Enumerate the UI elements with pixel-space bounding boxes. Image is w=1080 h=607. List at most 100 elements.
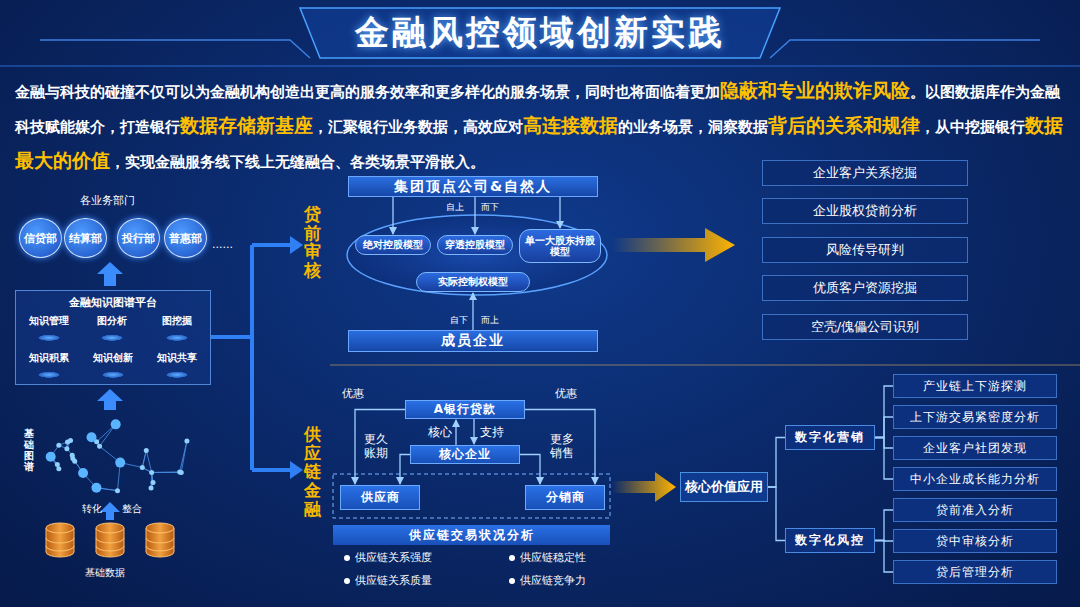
- intro-text: ，从中挖掘银行: [920, 119, 1025, 135]
- dept-node: 普惠部: [164, 218, 207, 258]
- connector: [768, 438, 785, 488]
- graph-dot: [115, 488, 120, 493]
- node-text: 优质客户资源挖掘: [813, 279, 917, 297]
- label: 供应链竞争力: [520, 573, 586, 588]
- graph-dot: [55, 462, 60, 467]
- pill-node: 绝对控股模型: [355, 235, 431, 255]
- graph-dot: [151, 480, 156, 485]
- node-text: 图分析: [97, 314, 127, 328]
- graph-dot: [140, 465, 145, 470]
- connector: [875, 541, 893, 573]
- graph-dot: [149, 486, 154, 491]
- bar-node: 集团顶点公司&自然人: [348, 176, 598, 197]
- dept-node: 结算部: [64, 218, 107, 258]
- intro-paragraph: 金融与科技的碰撞不仅可以为金融机构创造出更高的服务效率和更多样化的服务场景，同时…: [15, 74, 1067, 179]
- sbox-node: 分销商: [525, 485, 605, 510]
- graph-dot: [144, 448, 149, 453]
- label: 核心: [428, 424, 452, 441]
- highlight-text: 背后的关系和规律: [768, 114, 920, 136]
- graph-link: [142, 450, 146, 467]
- rbox-node: 企业客户关系挖掘: [762, 160, 968, 186]
- graph-link: [180, 441, 187, 472]
- label: 优惠: [342, 386, 364, 401]
- label: 更多销售: [550, 432, 575, 461]
- branch-arrowheads: [290, 236, 303, 479]
- sbox-node: 核心企业: [410, 445, 520, 464]
- intro-text: 金融与科技的碰撞不仅可以为金融机构创造出更高的服务效率和更多样化的服务场景，同时…: [15, 84, 720, 100]
- label: 优惠: [555, 386, 577, 401]
- yellow-arrow: [612, 228, 735, 262]
- ritem-node: 上下游交易紧密度分析: [893, 405, 1057, 429]
- connector: [355, 410, 405, 485]
- pitem-node: 知识积累: [23, 351, 75, 379]
- node-text: 投行部: [122, 231, 155, 246]
- node-text: A银行贷款: [434, 401, 496, 418]
- node-text: 知识管理: [29, 314, 69, 328]
- connector: [474, 197, 475, 234]
- network-graph: [46, 419, 190, 493]
- divider: [330, 365, 1080, 366]
- node-text: 贷前准入分析: [936, 502, 1014, 519]
- dashed-region: [333, 474, 610, 518]
- label: 基础数据: [85, 566, 125, 580]
- node-text: 穿透控股模型: [445, 239, 505, 251]
- database-cylinders: [46, 523, 174, 557]
- label: 而下: [481, 201, 499, 214]
- connector: [559, 197, 560, 228]
- graph-dot: [68, 438, 73, 443]
- ritem-node: 贷前准入分析: [893, 498, 1057, 522]
- pill-node: 穿透控股模型: [437, 235, 513, 255]
- graph-dot: [115, 458, 125, 468]
- label: 而上: [481, 314, 499, 327]
- node-text: 成员企业: [441, 332, 505, 350]
- rbox-node: 风险传导研判: [762, 237, 968, 263]
- intro-text: ，实现金融服务线下线上无缝融合、各类场景平滑嵌入。: [110, 154, 485, 170]
- graph-dot: [97, 444, 102, 449]
- ritem-node: 企业客户社团发现: [893, 436, 1057, 460]
- dept-node: 信贷部: [19, 218, 62, 258]
- node-text: 企业客户关系挖掘: [813, 164, 917, 182]
- node-text: 风险传导研判: [826, 241, 904, 259]
- pill-node: 单一大股东持股模型: [519, 229, 601, 263]
- node-text: 绝对控股模型: [363, 239, 423, 251]
- label: 整合: [122, 502, 142, 516]
- graph-link: [152, 472, 182, 473]
- label: 供应链金融: [304, 425, 321, 518]
- label: 供应链关系质量: [355, 573, 432, 588]
- node-text: 图挖掘: [162, 314, 192, 328]
- yellow-arrow: [612, 472, 676, 502]
- label: 供应链稳定性: [520, 550, 586, 565]
- dig-node: 数字化风控: [785, 528, 875, 553]
- ritem-node: 中小企业成长能力分析: [893, 467, 1057, 491]
- bar2-node: 供应链交易状况分析: [333, 525, 610, 545]
- plat-node: 金融知识图谱平台知识管理图分析图挖掘知识积累知识创新知识共享: [15, 290, 211, 385]
- connector: [400, 455, 410, 485]
- node-text: 数字化风控: [795, 532, 865, 549]
- node-text: 供应商: [361, 489, 400, 506]
- intro-text: 的业务场景，洞察数据: [618, 119, 768, 135]
- connector: [875, 417, 893, 438]
- label: 供应链关系强度: [355, 550, 432, 565]
- pitem-node: 知识共享: [151, 351, 203, 379]
- bullet-dot: [344, 555, 350, 561]
- graph-dot: [64, 446, 69, 451]
- ritem-node: 贷后管理分析: [893, 560, 1057, 584]
- connector: [520, 455, 540, 485]
- highlight-text: 数据存储新基座: [180, 114, 313, 136]
- graph-link: [181, 441, 187, 473]
- node-text: 信贷部: [24, 231, 57, 246]
- highlight-text: 隐蔽和专业的欺诈风险: [720, 79, 910, 101]
- connector: [875, 510, 893, 541]
- label: ......: [212, 238, 233, 251]
- sbox-node: A银行贷款: [405, 400, 525, 419]
- label: 自下: [450, 314, 468, 327]
- connector: [875, 386, 893, 438]
- title-banner: [0, 8, 1080, 66]
- graph-dot: [149, 470, 154, 475]
- graph-dot: [111, 419, 121, 429]
- dept-node: 投行部: [117, 218, 160, 258]
- node-text: 结算部: [69, 231, 102, 246]
- connector: [473, 419, 474, 444]
- node-text: 知识共享: [157, 351, 197, 365]
- graph-dot: [184, 439, 189, 444]
